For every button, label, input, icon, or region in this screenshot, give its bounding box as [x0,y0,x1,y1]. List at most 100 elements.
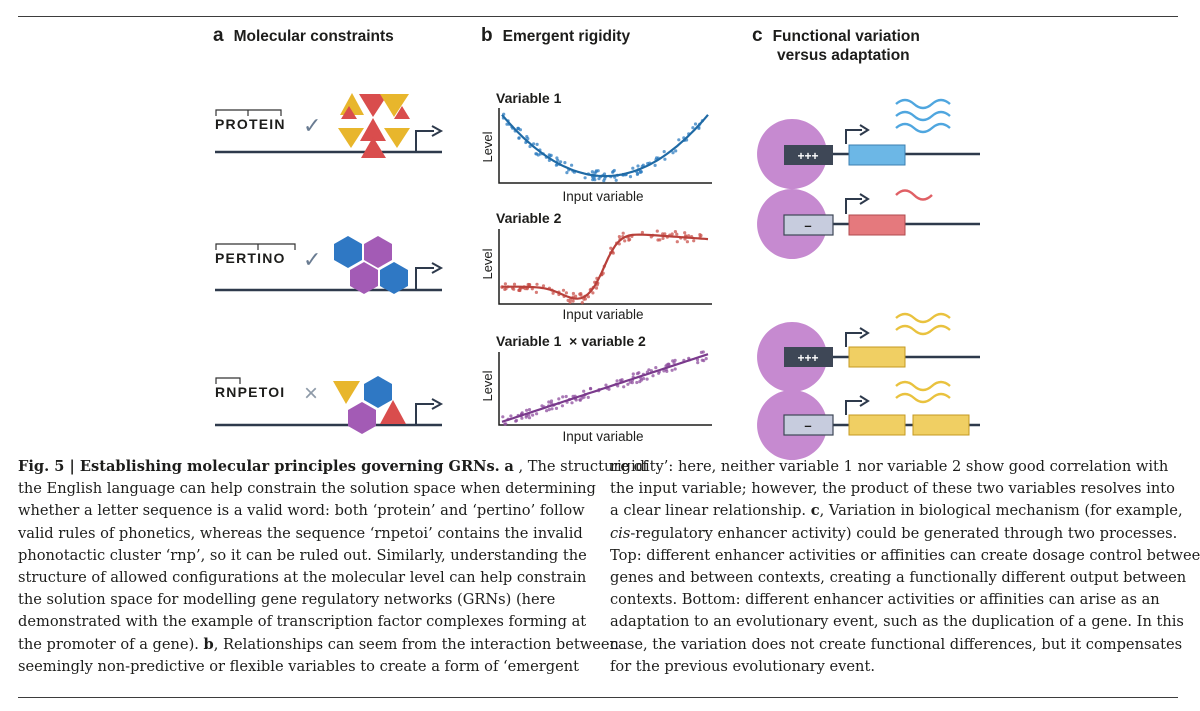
chart-3-point [704,357,708,361]
panel-c-title-line1: Functional variation [772,28,920,45]
caption-line: case, the variation does not create func… [610,635,1183,653]
word-pertino: PERTINO [215,250,286,266]
transcript-waves-yellow [895,312,951,336]
chart-1-point [590,170,595,174]
figure-label: Fig. 5 | Establishing molecular principl… [18,458,500,475]
caption-line: structure of allowed configurations at t… [18,569,587,587]
chart-2-point [503,282,507,286]
checkmark-icon: ✓ [303,247,321,272]
chart-3-point [547,408,551,412]
chart-3-point [549,399,554,403]
word-row-rnpetoi: RNPETOI × [215,376,444,434]
chart-2-point [623,239,627,243]
chart-3-point [635,380,639,385]
chart-1-point [628,175,633,179]
caption-line: demonstrated with the example of transcr… [18,613,587,631]
chart-3-point [700,358,704,362]
chart-2-point [512,282,517,286]
chart-3-point [525,408,529,412]
chart-2-point [675,232,679,236]
chart-2-point [609,246,613,250]
enhancer-label-2: – [804,218,811,233]
construct-high-yellow: +++ [757,312,980,392]
chart-1-point [655,156,659,160]
chart-2-point [661,232,665,236]
transcript-wave-red [895,189,933,201]
chart-1-point [614,178,618,182]
chart-3-point [557,397,561,401]
chart-1-point [535,142,539,146]
chart-3-point [550,407,554,411]
caption-text: a clear linear relationship. [610,502,807,520]
chart-variable-product: Variable 1 × variable 2 Level Input vari… [480,333,712,444]
chart-3-point [696,361,700,365]
chart-3-fit-line [501,353,709,423]
chart-2-point [541,284,546,288]
caption-line: Top: different enhancer activities or af… [610,546,1200,564]
chart-2-point [503,287,507,291]
chart-1-point [653,163,657,167]
chart-2-point [571,299,575,303]
transcript-waves-yellow-2 [895,380,951,404]
caption-line: contexts. Bottom: different enhancer act… [610,591,1160,609]
triangle-complex-valid [338,93,410,158]
caption-line: valid rules of phonetics, whereas the se… [18,524,583,542]
chart-2-point [621,231,625,235]
chart-2-xlabel: Input variable [562,307,643,322]
chart-2-point [611,251,615,255]
chart-1-ylabel: Level [480,131,495,162]
chart-2-point [571,291,576,296]
chart-1-point [691,126,695,130]
construct-low-duplicated-yellow: – [757,380,980,460]
chart-2-ylabel: Level [480,248,495,279]
chart-2-point [627,238,631,242]
chart-1-point [583,176,587,180]
caption-left: Fig. 5 | Establishing molecular principl… [18,456,648,678]
chart-3-point [654,366,658,370]
chart-3-point [560,404,565,408]
chart-1-point [591,178,595,182]
chart-1-point [518,128,523,132]
chart-3-point [501,415,505,419]
chart-3-point [564,394,568,399]
chart-2-point [683,231,687,235]
chart-3-point [578,398,582,402]
chart-3-point [622,385,626,389]
chart-2-point [685,240,690,244]
top-rule [18,16,1178,17]
word-row-pertino: PERTINO ✓ [215,236,444,294]
cross-icon: × [304,380,318,407]
chart-1-point [563,161,567,165]
chart-2-point [527,283,531,287]
caption-line: Fig. 5 | Establishing molecular principl… [18,458,648,475]
chart-2-point [561,288,566,292]
chart-3-point [547,400,551,404]
caption-line: rigidity’: here, neither variable 1 nor … [610,458,1169,475]
caption-line: seemingly non-predictive or flexible var… [18,657,579,675]
chart-2-point [658,238,662,242]
caption-line: the input variable; however, the product… [610,480,1175,498]
mixed-complex-invalid [333,376,406,434]
chart-2-point [692,239,696,243]
chart-2-point [673,230,678,234]
chart-1-point [565,171,569,175]
chart-2-point [564,291,569,295]
chart-1-point [677,138,681,142]
chart-2-point [617,235,622,239]
chart-2-point [586,295,591,299]
chart-3-point [662,369,666,373]
chart-2-point [535,282,539,286]
chart-1-xlabel: Input variable [562,189,643,204]
panel-c-title-line2: versus adaptation [777,47,910,64]
word-protein: PROTEIN [215,116,286,132]
chart-3-point [520,416,524,420]
panel-a-letter: a [213,25,224,46]
chart-variable-1: Variable 1 Level Input variable [480,90,712,204]
chart-1-point [596,169,600,173]
chart-3-point [509,414,513,418]
caption-text: , Relationships can seem from the intera… [213,635,619,653]
chart-2-point [687,234,691,238]
caption-line: cis-regulatory enhancer activity) could … [610,523,1185,545]
caption-right: rigidity’: here, neither variable 1 nor … [610,456,1200,678]
